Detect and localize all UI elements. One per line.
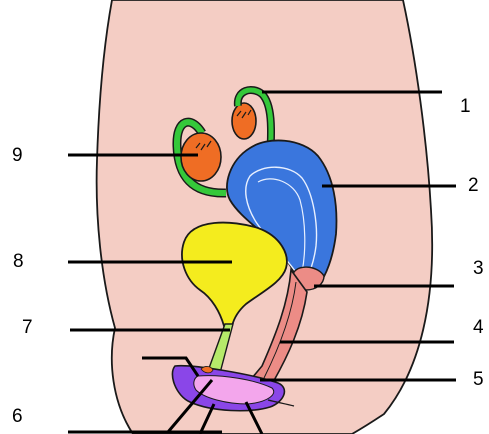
- label-4: 4: [473, 318, 484, 337]
- label-9: 9: [12, 146, 23, 165]
- label-5: 5: [473, 370, 484, 389]
- label-2: 2: [468, 176, 479, 195]
- label-3: 3: [473, 259, 484, 278]
- label-1: 1: [460, 97, 471, 116]
- label-7: 7: [22, 318, 33, 337]
- upper-ovary: [232, 103, 256, 139]
- left-ovary: [181, 133, 221, 181]
- label-8: 8: [13, 252, 24, 271]
- label-6: 6: [12, 407, 23, 426]
